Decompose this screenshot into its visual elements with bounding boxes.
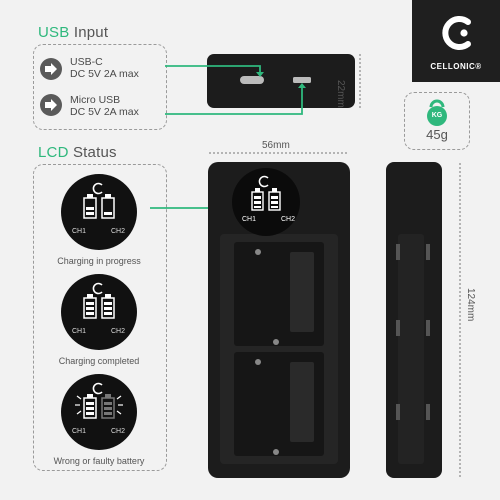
arrow-right-icon bbox=[40, 58, 62, 80]
height-dimension-line bbox=[459, 163, 461, 477]
weight-badge: KG 45g bbox=[404, 92, 470, 150]
lcd-state-completed: CH1 CH2 Charging completed bbox=[39, 272, 159, 367]
lcd-state-charging: CH1 CH2 Charging in progress bbox=[39, 172, 159, 267]
charger-side-view bbox=[386, 162, 442, 478]
height-dimension: 124mm bbox=[465, 288, 476, 322]
charger-front-view bbox=[208, 162, 350, 478]
lcd-faulty-icon bbox=[61, 374, 137, 450]
device-ch1-label: CH1 bbox=[242, 216, 257, 223]
device-top-view bbox=[165, 54, 361, 115]
width-dimension-line bbox=[209, 152, 349, 154]
width-dimension: 56mm bbox=[262, 140, 290, 151]
lcd-charging-icon bbox=[61, 174, 137, 250]
weight-value: 45g bbox=[426, 127, 448, 142]
kettlebell-icon bbox=[427, 99, 447, 126]
lcd-section-title: LCD Status bbox=[38, 144, 117, 161]
lcd-status-box bbox=[33, 164, 167, 471]
usb-c-input-row: USB-C DC 5V 2A max bbox=[40, 54, 160, 84]
device-ch2-label: CH2 bbox=[281, 216, 296, 223]
depth-dimension: 22mm bbox=[335, 80, 346, 108]
lcd-state-faulty: CH1 CH2 Wrong or faulty battery bbox=[39, 372, 159, 467]
arrow-right-icon bbox=[40, 94, 62, 116]
brand-name: CELLONIC bbox=[430, 62, 476, 71]
brand-logo: CELLONIC® bbox=[412, 0, 500, 82]
lcd-completed-icon bbox=[61, 274, 137, 350]
cellonic-logo-icon bbox=[442, 16, 471, 50]
micro-usb-input-row: Micro USB DC 5V 2A max bbox=[40, 92, 165, 122]
usb-section-title: USB Input bbox=[38, 24, 109, 41]
usb-input-box bbox=[33, 44, 167, 130]
